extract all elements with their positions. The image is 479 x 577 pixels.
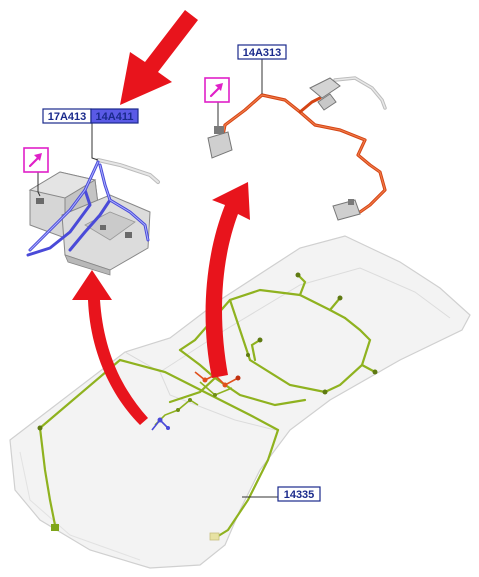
label-14A313-text: 14A313 <box>243 47 282 59</box>
sensor-leader-lines <box>217 58 263 126</box>
module-connector-cluster <box>151 398 199 431</box>
roof-wiring-harness <box>38 273 377 540</box>
label-14335-text: 14335 <box>284 489 315 501</box>
module-wiring-harness-highlight <box>29 161 149 251</box>
roof-harness-clips <box>37 272 378 541</box>
pen-arrow-icon <box>23 147 49 173</box>
module-harness-connectors <box>36 198 132 238</box>
callout-arrow-to-module <box>72 270 148 425</box>
pen-arrow-icon <box>204 77 230 103</box>
module-assembly <box>28 158 160 276</box>
module-leader-lines <box>37 122 99 197</box>
roof-panel <box>9 235 471 569</box>
callout-arrow-to-sensor <box>205 182 250 378</box>
label-17A413-text: 17A413 <box>48 111 87 123</box>
label-17A413: 17A413 <box>42 108 92 124</box>
sensor-wiring-harness <box>220 76 387 214</box>
sensor-connectors <box>207 77 361 221</box>
label-14335: 14335 <box>242 486 321 502</box>
label-14A411: 14A411 <box>90 108 139 124</box>
label-14A411-text: 14A411 <box>96 111 134 123</box>
callout-arrow-pointer <box>120 10 198 105</box>
label-14A313: 14A313 <box>237 44 287 60</box>
